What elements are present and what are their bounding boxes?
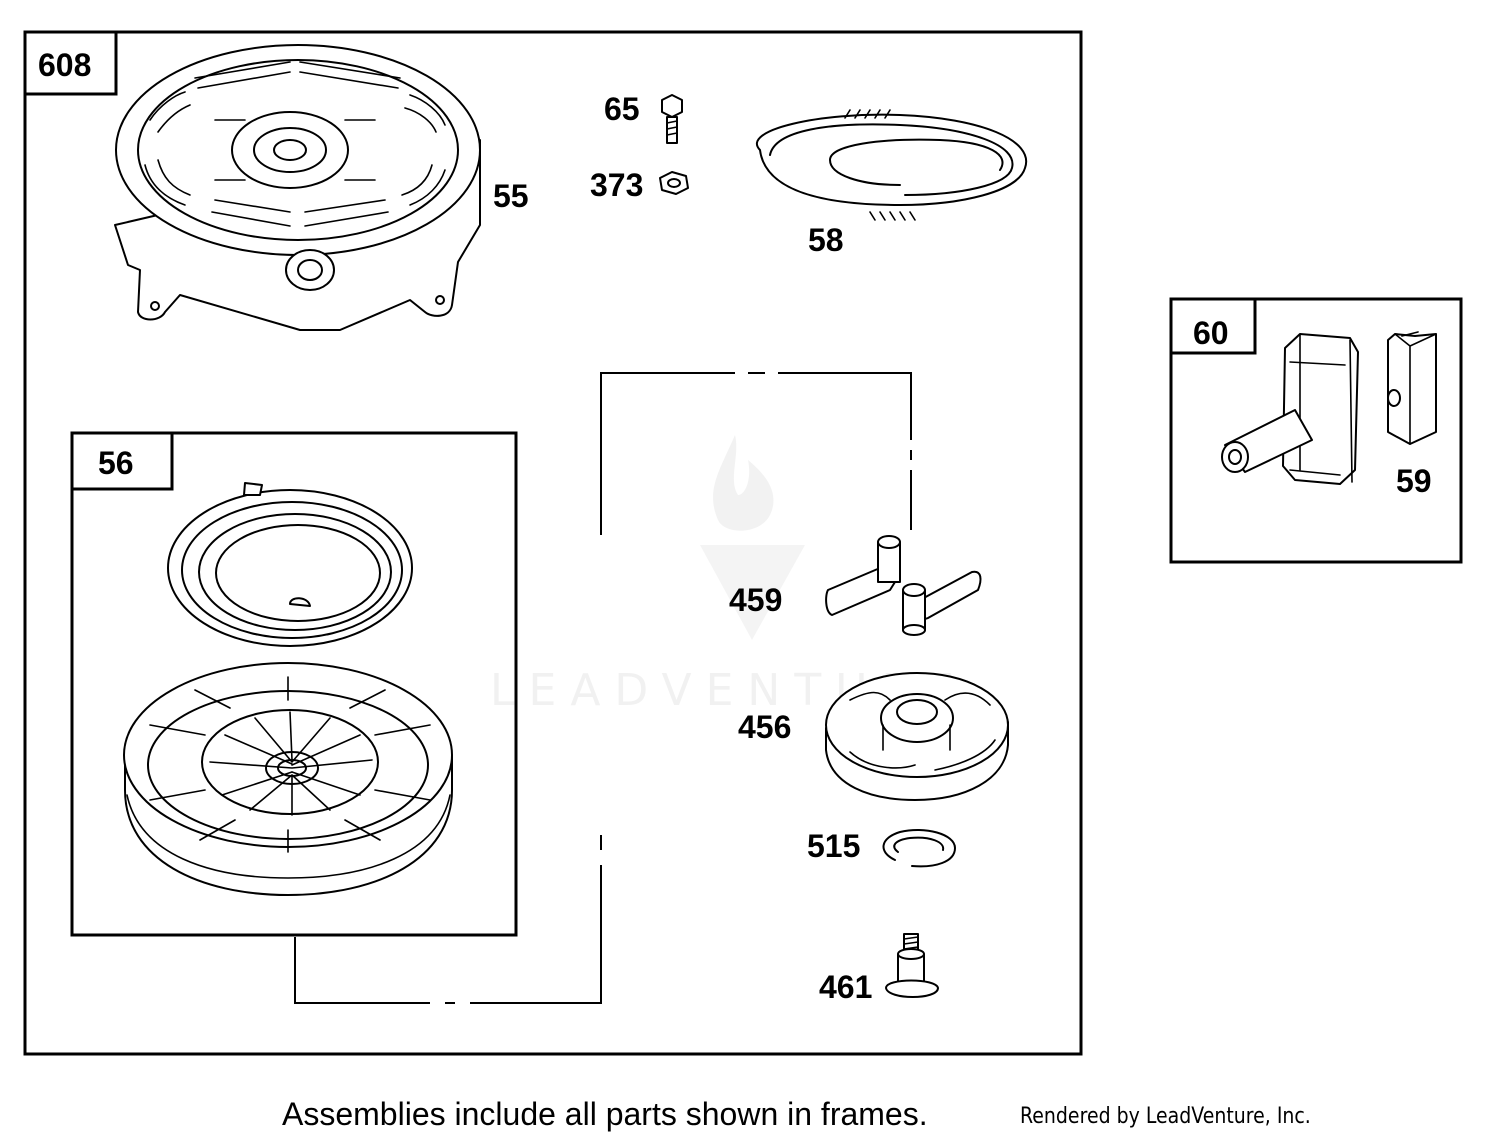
rope-insert-illustration: [1387, 331, 1437, 445]
callout-459: 459: [729, 582, 782, 618]
bolt-illustration: [661, 94, 683, 144]
callout-456: 456: [738, 709, 791, 745]
starter-housing-illustration: [114, 44, 481, 331]
callout-65: 65: [604, 91, 640, 127]
callout-461: 461: [819, 969, 872, 1005]
recoil-spring-illustration: [167, 482, 413, 647]
pawl-illustration: [825, 535, 982, 636]
frame-56: [70, 431, 518, 937]
frame-60-label: 60: [1193, 315, 1229, 351]
callout-58: 58: [808, 222, 844, 258]
frame-56-label-box: [70, 431, 174, 491]
frame-608: [23, 30, 1083, 1056]
rendered-by-credit: Rendered by LeadVenture, Inc.: [1020, 1104, 1311, 1129]
nut-illustration: [659, 171, 689, 195]
callout-373: 373: [590, 167, 643, 203]
assembly-leader-line: [294, 372, 912, 1004]
retaining-ring-illustration: [882, 828, 956, 868]
callout-55: 55: [493, 178, 529, 214]
frame-608-label-box: [23, 30, 118, 96]
assemblies-caption: Assemblies include all parts shown in fr…: [282, 1096, 928, 1132]
starter-handle-illustration: [1221, 333, 1359, 485]
callout-515: 515: [807, 828, 860, 864]
frame-608-label: 608: [38, 47, 91, 83]
pulley-illustration: [123, 662, 453, 896]
frame-60-label-box: [1169, 297, 1257, 355]
screw-illustration: [885, 933, 939, 998]
frame-56-label: 56: [98, 445, 134, 481]
frame-60: [1169, 297, 1463, 564]
retainer-illustration: [825, 672, 1009, 801]
starter-rope-illustration: [756, 109, 1028, 221]
callout-59: 59: [1396, 463, 1432, 499]
